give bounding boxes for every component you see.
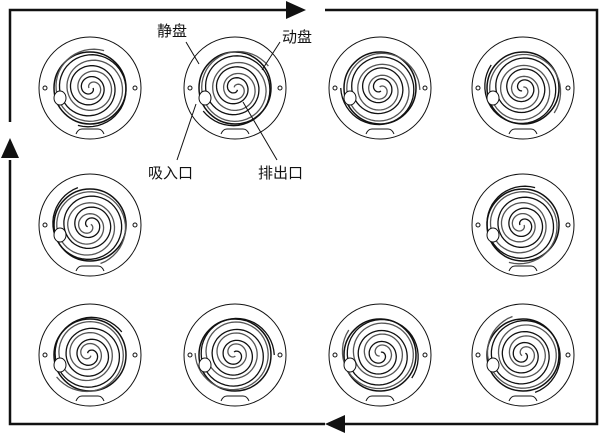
bolt-hole [422, 352, 428, 358]
bolt-hole [332, 352, 338, 358]
orbiting-scroll-label: 动盘 [282, 28, 313, 46]
orbiting-scroll-spiral [341, 322, 414, 390]
orbiting-scroll-spiral [56, 320, 124, 393]
orbiting-scroll-spiral [489, 53, 562, 121]
suction-port [486, 357, 500, 373]
bolt-hole [132, 352, 138, 358]
suction-port [343, 90, 357, 106]
fixed-scroll-spiral [346, 318, 419, 386]
scroll-unit-stage-10 [471, 303, 575, 407]
arrow-head-left [325, 415, 345, 433]
fixed-scroll-spiral [484, 57, 557, 125]
suction-port [486, 90, 500, 106]
bolt-hole [132, 222, 138, 228]
scroll-wrap-outer [343, 318, 417, 392]
suction-port [198, 90, 212, 106]
arrow-head-up [1, 138, 19, 158]
suction-port [486, 227, 500, 243]
discharge-slot [75, 395, 105, 402]
fixed-scroll-spiral [486, 185, 555, 259]
bolt-hole [475, 352, 481, 358]
suction-port [53, 90, 67, 106]
scroll-unit-stage-2 [183, 36, 287, 140]
fixed-scroll-spiral [52, 187, 123, 260]
scroll-unit-stage-4 [471, 36, 575, 140]
housing-outline [328, 303, 432, 407]
scroll-unit-stage-8 [183, 303, 287, 407]
fixed-scroll-spiral [58, 54, 127, 128]
bolt-hole [277, 85, 283, 91]
orbiting-scroll-spiral [346, 52, 421, 122]
arrow-head-right [286, 1, 306, 19]
discharge-slot [508, 128, 538, 135]
discharge-slot [75, 128, 105, 135]
bolt-hole [565, 85, 571, 91]
housing-outline [38, 36, 142, 140]
housing-outline [471, 36, 575, 140]
discharge-slot [220, 395, 250, 402]
suction-port [53, 357, 67, 373]
discharge-port-label: 排出口 [258, 164, 304, 182]
housing-outline [38, 303, 142, 407]
bolt-hole [187, 352, 193, 358]
bolt-hole [187, 85, 193, 91]
housing-outline [471, 303, 575, 407]
fixed-scroll-spiral [202, 55, 271, 127]
bolt-hole [42, 85, 48, 91]
bolt-hole [42, 222, 48, 228]
discharge-slot [220, 128, 250, 135]
orbiting-scroll-spiral [489, 191, 558, 265]
bolt-hole [565, 222, 571, 228]
bolt-hole [565, 352, 571, 358]
fixed-scroll-spiral [340, 56, 415, 126]
scroll-unit-stage-1 [38, 36, 142, 140]
leader-lines [176, 41, 281, 161]
orbiting-scroll-spiral [201, 50, 269, 123]
discharge-slot [508, 395, 538, 402]
scroll-unit-stage-3 [328, 36, 432, 140]
bolt-hole [277, 352, 283, 358]
suction-port [343, 357, 357, 373]
fixed-scroll-spiral [54, 316, 123, 388]
suction-port [198, 357, 212, 373]
bolt-hole [475, 222, 481, 228]
scroll-unit-stage-7 [38, 303, 142, 407]
scroll-unit-stage-9 [328, 303, 432, 407]
bolt-hole [475, 85, 481, 91]
scroll-wrap-outer [486, 51, 560, 125]
bolt-hole [422, 85, 428, 91]
orbiting-scroll-spiral [55, 48, 124, 122]
orbiting-scroll-spiral [486, 315, 557, 389]
fixed-scroll-label: 静盘 [157, 22, 188, 40]
housing-outline [328, 36, 432, 140]
housing-outline [38, 173, 142, 277]
scroll-unit-stage-6 [471, 173, 575, 277]
bolt-hole [332, 85, 338, 91]
bolt-hole [132, 85, 138, 91]
housing-outline [183, 303, 287, 407]
housing-outline [183, 36, 287, 140]
suction-port-label: 吸入口 [148, 164, 194, 182]
fixed-scroll-spiral [200, 317, 275, 387]
orbiting-scroll-spiral [194, 321, 269, 391]
suction-port [53, 227, 67, 243]
housing-outline [471, 173, 575, 277]
fixed-scroll-spiral [490, 320, 561, 393]
bolt-hole [42, 352, 48, 358]
discharge-slot [508, 265, 538, 272]
discharge-slot [75, 265, 105, 272]
orbiting-scroll-spiral [56, 191, 127, 265]
scroll-unit-stage-5 [38, 173, 142, 277]
discharge-slot [365, 128, 395, 135]
cycle-arrow-path [8, 8, 599, 426]
discharge-slot [365, 395, 395, 402]
